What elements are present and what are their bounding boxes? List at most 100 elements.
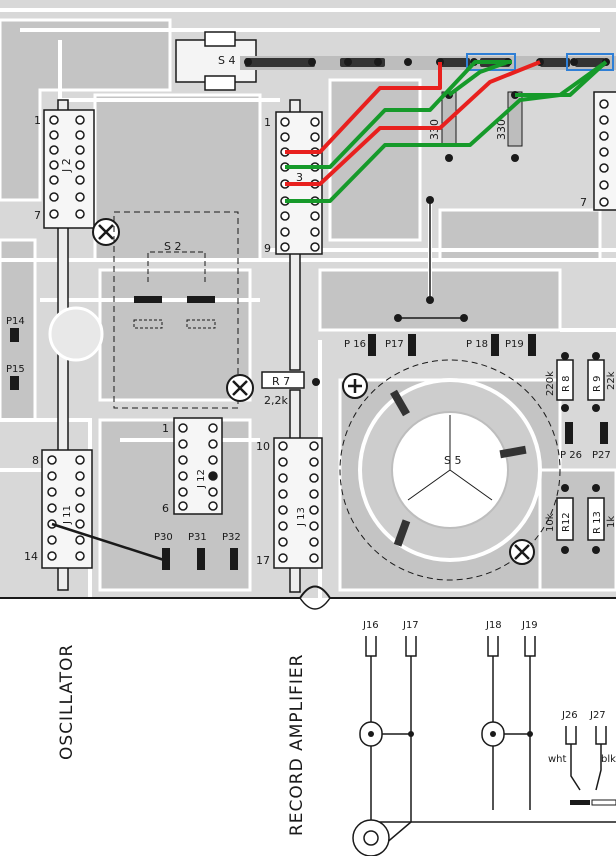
j11-label: J 11 bbox=[62, 505, 73, 525]
p26-pad bbox=[565, 422, 573, 444]
p16-label: P 16 bbox=[344, 339, 366, 350]
screw-3 bbox=[509, 539, 535, 565]
s2-contact-2 bbox=[187, 296, 215, 303]
j18-label: J18 bbox=[485, 620, 502, 631]
p19-label: P19 bbox=[505, 339, 524, 350]
right-pin-7: 7 bbox=[580, 196, 587, 209]
p14-pad bbox=[10, 328, 19, 342]
s4-label: S 4 bbox=[218, 54, 235, 67]
r8-r9-pads bbox=[561, 352, 600, 412]
mid-pin-3: 3 bbox=[296, 171, 303, 184]
r8-label: R 8 bbox=[561, 376, 572, 393]
sch-junction-2 bbox=[408, 731, 414, 737]
screw-4 bbox=[226, 374, 254, 402]
wire-blk-label: blk bbox=[601, 754, 616, 765]
s2-bracket bbox=[147, 251, 206, 282]
r12-body bbox=[556, 497, 574, 541]
p15-pad bbox=[10, 376, 19, 390]
p16-pad bbox=[368, 334, 376, 356]
green-wires bbox=[285, 60, 608, 203]
schematic-capacitor bbox=[570, 799, 616, 806]
r7-label: R 7 bbox=[272, 375, 290, 388]
s5-label: S 5 bbox=[444, 454, 461, 467]
r12-value: 10k bbox=[545, 513, 556, 532]
p17-label: P17 bbox=[385, 339, 404, 350]
pcb-edge bbox=[0, 585, 616, 599]
r7-value: 2,2k bbox=[264, 394, 288, 407]
r8-value: 220k bbox=[545, 371, 556, 396]
p32-pad bbox=[230, 548, 238, 570]
j13-label: J 13 bbox=[296, 507, 307, 527]
j2-pin-1: 1 bbox=[34, 114, 41, 127]
j2-pin-7: 7 bbox=[34, 209, 41, 222]
junction-3 bbox=[394, 314, 402, 322]
p31-pad bbox=[197, 548, 205, 570]
s2-slot-2 bbox=[186, 319, 216, 329]
pcb-edge-curve bbox=[299, 597, 331, 610]
r13-label: R 13 bbox=[592, 511, 603, 534]
r12-label: R12 bbox=[561, 512, 572, 532]
screw-1 bbox=[92, 218, 120, 246]
j12-label: J 12 bbox=[196, 469, 207, 489]
j11-pin-14: 14 bbox=[24, 550, 38, 563]
section-record-amplifier: RECORD AMPLIFIER bbox=[287, 654, 307, 837]
component-330-label: 330 bbox=[495, 119, 508, 140]
s4-tab-bottom bbox=[204, 75, 236, 91]
p27-pad bbox=[600, 422, 608, 444]
schematic-ground-symbol bbox=[352, 819, 390, 856]
s4-tab-top bbox=[204, 31, 236, 47]
j19-label: J19 bbox=[521, 620, 538, 631]
j11-pins bbox=[47, 455, 85, 561]
j26-label: J26 bbox=[561, 710, 578, 721]
j16-label: J16 bbox=[362, 620, 379, 631]
red-wires bbox=[285, 60, 541, 186]
p27-label: P27 bbox=[592, 450, 611, 461]
j27-label: J27 bbox=[589, 710, 606, 721]
j11-pin-8: 8 bbox=[32, 454, 39, 467]
p30-pad bbox=[162, 548, 170, 570]
sch-junction-4 bbox=[527, 731, 533, 737]
j17-label: J17 bbox=[402, 620, 419, 631]
j12-pins bbox=[178, 423, 218, 511]
p26-label: P 26 bbox=[560, 450, 582, 461]
section-oscillator: OSCILLATOR bbox=[57, 644, 77, 760]
junction-4 bbox=[460, 314, 468, 322]
s2-slot-1 bbox=[133, 319, 163, 329]
wire-wht-label: wht bbox=[548, 754, 567, 765]
p15-label: P15 bbox=[6, 364, 25, 375]
s2-label: S 2 bbox=[164, 240, 181, 253]
sch-junction-1 bbox=[368, 731, 374, 737]
s4-strip bbox=[240, 56, 616, 70]
right-connector-pins bbox=[599, 99, 609, 207]
mid-pin-9: 9 bbox=[264, 242, 271, 255]
s5-switch bbox=[339, 359, 561, 581]
black-wire bbox=[51, 522, 165, 562]
schematic-area bbox=[0, 600, 616, 856]
r12-r13-pads bbox=[561, 484, 600, 554]
s2-dashed-outline bbox=[113, 211, 239, 409]
r13-value: 1k bbox=[606, 516, 616, 528]
r7-body bbox=[261, 371, 305, 389]
mid-pin-1: 1 bbox=[264, 116, 271, 129]
j13-pin-10: 10 bbox=[256, 440, 270, 453]
r13-body bbox=[587, 497, 605, 541]
sch-junction-3 bbox=[490, 731, 496, 737]
j12-pin-6: 6 bbox=[162, 502, 169, 515]
p32-label: P32 bbox=[222, 532, 241, 543]
j13-pin-17: 17 bbox=[256, 554, 270, 567]
r7-pad bbox=[312, 378, 320, 386]
blue-highlight-2 bbox=[566, 53, 614, 71]
j2-label: J 2 bbox=[60, 158, 73, 173]
s2-contact-1 bbox=[134, 296, 162, 303]
screw-2 bbox=[342, 373, 368, 399]
mount-hole bbox=[48, 306, 104, 362]
p31-label: P31 bbox=[188, 532, 207, 543]
jack-labels: J16 J17 J18 J19 J26 J27 bbox=[362, 620, 606, 721]
p30-label: P30 bbox=[154, 532, 173, 543]
p19-pad bbox=[528, 334, 536, 356]
r9-value: 22k bbox=[606, 371, 616, 390]
p17-pad bbox=[408, 334, 416, 356]
p18-label: P 18 bbox=[466, 339, 488, 350]
